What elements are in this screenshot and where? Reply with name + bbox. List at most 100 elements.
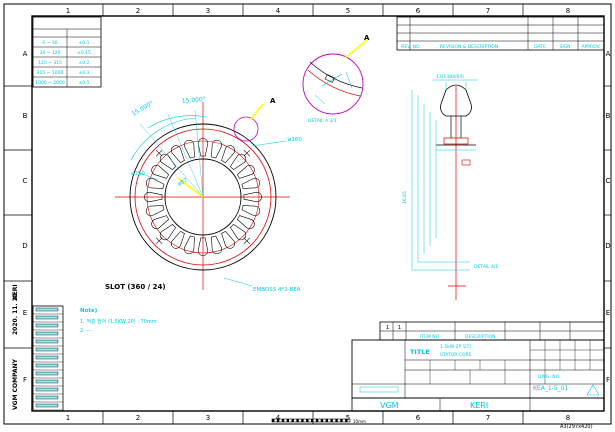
scale-bar-segment — [291, 419, 294, 422]
stator-od-circle — [134, 128, 272, 266]
slot-top-dim: 13(1384/64) — [436, 74, 464, 80]
detail-leader — [249, 103, 264, 121]
row-letters-right: A B C D E F — [605, 50, 610, 384]
stator-slot — [229, 153, 247, 171]
scale-bar-segment — [325, 419, 329, 422]
emboss-mark — [155, 149, 163, 157]
scale-bar-segment — [281, 419, 285, 422]
scale-bar: 10mm — [271, 418, 366, 424]
scale-bar-segment — [340, 419, 343, 422]
stator-slot — [145, 177, 165, 189]
side-cell-text-mark — [35, 395, 59, 400]
angle-dim-label: 15.000° — [182, 96, 207, 105]
outer-dia-label: ø160 — [288, 137, 302, 143]
row-letter: A — [23, 50, 28, 58]
tolerance-range: 315 ~ 1000 — [37, 70, 64, 76]
title-block: 1 1 ITEM NO. DESCRIPTION TITLE 1.5kW 2P … — [351, 321, 605, 412]
col-number: 6 — [416, 7, 421, 15]
row-letter: F — [606, 376, 610, 384]
stator-slot — [241, 177, 261, 189]
col-number: 7 — [486, 414, 490, 422]
tolerance-range: 120 ~ 315 — [38, 60, 62, 66]
rev-header-no: REV. NO. — [401, 44, 421, 50]
detail-marker-a: A — [270, 97, 276, 105]
side-cell-text-mark — [35, 403, 59, 408]
col-number: 2 — [136, 414, 140, 422]
stator-slot — [221, 145, 235, 164]
bore-dia-label: ø87 — [177, 177, 189, 188]
col-number: 3 — [206, 414, 210, 422]
rev-header-sign: SIGN — [559, 44, 570, 50]
row-letters-left: A B C D E F — [22, 50, 27, 384]
row-letter: D — [22, 242, 27, 250]
tb-vgm-logo: VGM — [380, 401, 399, 410]
scale-bar-segment — [296, 419, 299, 422]
revision-block: REV. NO. REVISION & DESCRIPTION DATE SIG… — [396, 16, 605, 51]
col-number: 6 — [416, 414, 421, 422]
detail-a-marker: A — [364, 34, 370, 42]
notes-heading: Note) — [80, 308, 98, 314]
row-letter: E — [606, 309, 610, 317]
emboss-mark — [243, 149, 251, 157]
scale-bar-segment — [306, 419, 309, 422]
detail-callout-circle — [233, 116, 259, 142]
detail-a-leader — [344, 39, 368, 59]
side-cell-text-mark — [35, 379, 59, 384]
inner-dia-left-label: ø150 — [131, 171, 145, 177]
detail-a-label: DETAIL A 3/1 — [308, 118, 337, 124]
notes-line: 2. --- — [80, 328, 92, 334]
col-number: 5 — [346, 414, 350, 422]
scale-bar-segment — [315, 419, 319, 422]
col-number: 8 — [566, 414, 570, 422]
row-letter: B — [606, 112, 611, 120]
col-number: 4 — [276, 7, 281, 15]
tolerance-value: ±0.1 — [79, 40, 90, 46]
row-letter: C — [23, 177, 28, 185]
zone-ticks — [4, 4, 611, 424]
emboss-marks — [155, 149, 251, 245]
inner-border — [31, 15, 605, 412]
col-number: 1 — [66, 414, 70, 422]
angle-dim-arc — [130, 117, 197, 161]
stator-slot — [236, 165, 255, 179]
stator-main-view: 15.000° 15.000° ø160 ø150 ø87 EMBOSS 4*1… — [105, 96, 302, 293]
stator-slot — [221, 230, 235, 249]
tb-keri-logo: KERI — [470, 401, 488, 410]
side-cell-text-mark — [35, 331, 59, 336]
row-letter: C — [606, 177, 611, 185]
stator-outer-circle — [129, 123, 277, 271]
col-number: 8 — [566, 7, 570, 15]
scale-bar-segment — [286, 419, 290, 422]
stator-slot — [145, 205, 165, 217]
slot-profile-view: 13(1384/64) 16.65 DETAIL 4/1 — [402, 74, 498, 300]
side-cell-text-mark — [35, 355, 59, 360]
side-cell-text-mark — [35, 371, 59, 376]
side-logo: KERI — [12, 284, 19, 300]
tb-title-line1: 1.5kW 2P 모터 — [440, 343, 471, 350]
notes: Note) 1. 적층 높이 (1.5KW 2P) : 70mm 2. --- — [80, 308, 157, 334]
warning-triangle-icon — [586, 384, 600, 396]
scale-bar-segment — [330, 419, 333, 422]
slot-side-dim: 16.65 — [402, 191, 408, 204]
radius-arrow — [177, 177, 204, 198]
col-number: 7 — [486, 7, 490, 15]
tolerance-value: ±0.15 — [77, 50, 91, 56]
stator-slots — [144, 138, 262, 256]
row-letter: E — [23, 309, 27, 317]
side-company: VGM COMPANY — [12, 358, 19, 410]
stator-slot — [159, 223, 177, 241]
row-letter: D — [605, 242, 610, 250]
tolerance-value: ±0.5 — [79, 80, 90, 86]
tolerance-value: ±0.2 — [79, 60, 90, 66]
stator-slot — [243, 191, 262, 203]
stator-slot — [211, 235, 223, 255]
rev-header-date: DATE — [534, 44, 546, 50]
stator-slot — [171, 145, 185, 164]
side-cell-text-mark — [35, 387, 59, 392]
tb-cell: 1 — [386, 325, 389, 331]
scale-bar-segment — [320, 419, 324, 422]
slot-label: SLOT (360 / 24) — [105, 283, 166, 291]
side-cell-text-mark — [35, 339, 59, 344]
scale-bar-segment — [272, 419, 275, 422]
